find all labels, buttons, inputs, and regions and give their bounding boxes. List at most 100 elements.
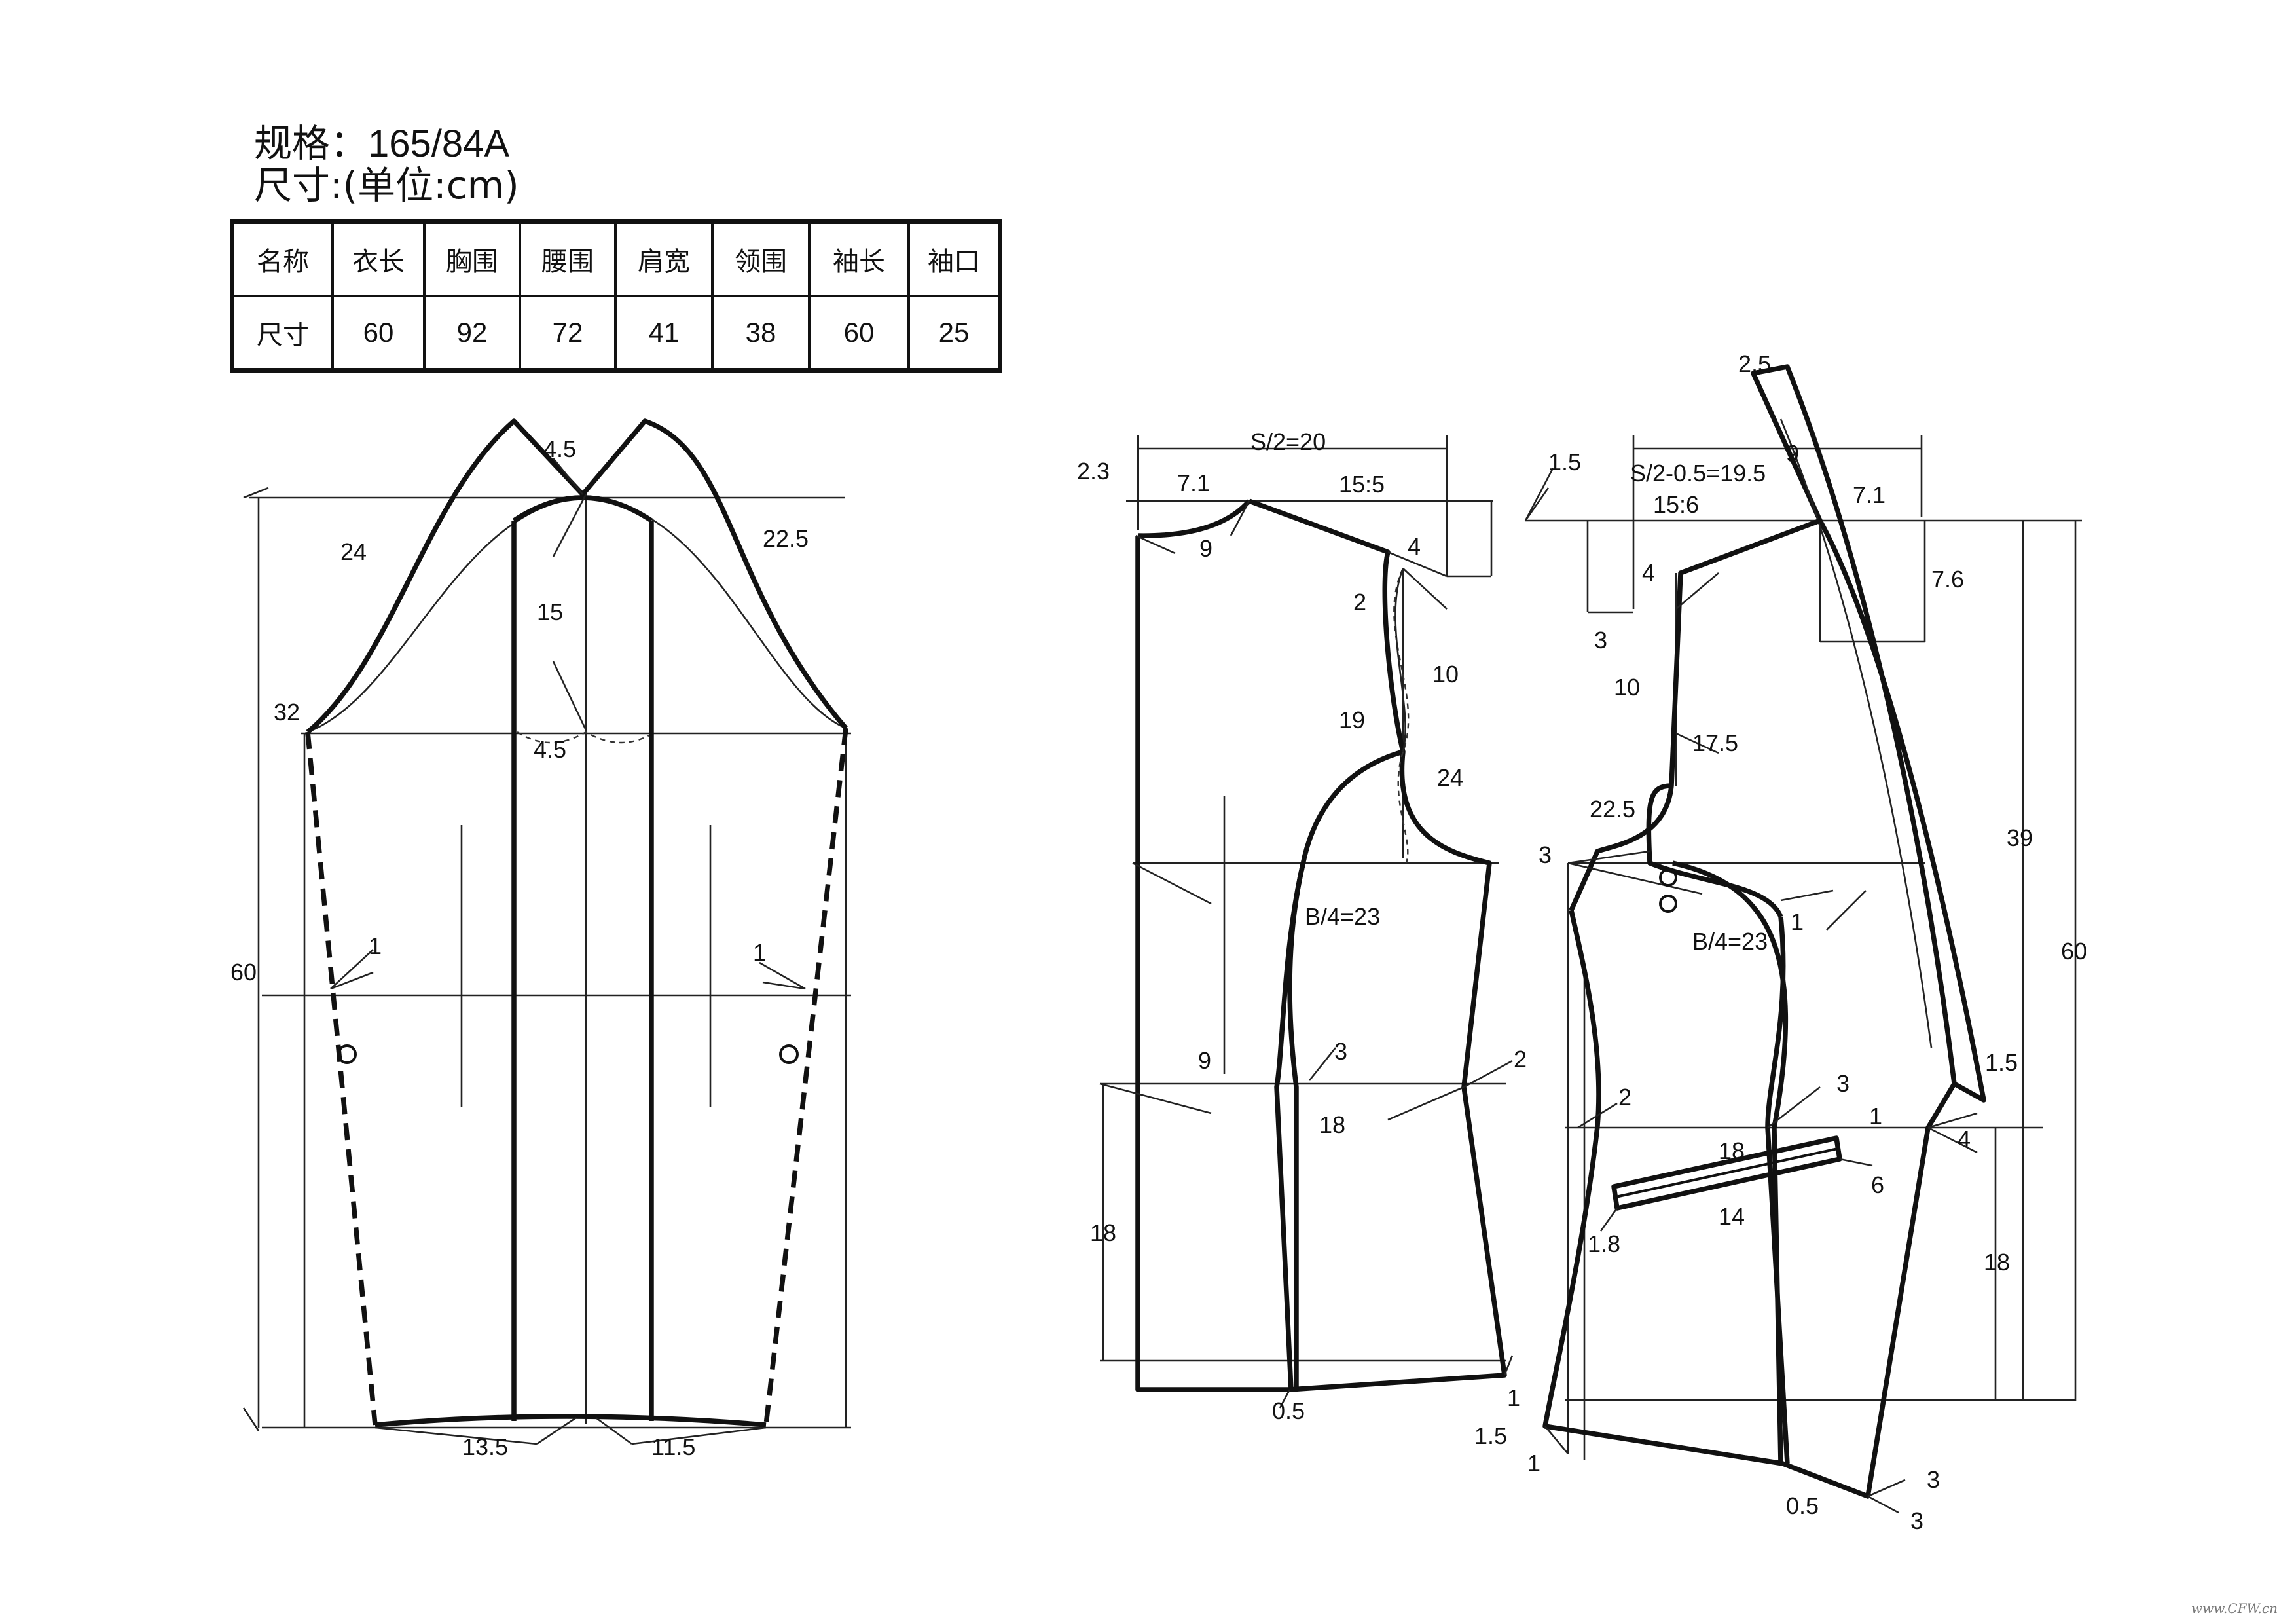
dim-label: 39 <box>2007 824 2033 851</box>
dim-label: 18 <box>1090 1219 1116 1246</box>
spec-value: 165/84A <box>368 122 510 165</box>
table-cell: 41 <box>614 295 714 372</box>
arrow-mark <box>762 981 806 990</box>
arrow-mark <box>1599 1208 1618 1232</box>
notch-circle <box>1659 868 1677 887</box>
sleeve-crown-line <box>512 495 653 523</box>
dim-label: B/4=23 <box>1305 903 1380 930</box>
table-cell: 尺寸 <box>230 295 334 372</box>
dim-label: 17.5 <box>1692 729 1738 756</box>
arrow-mark <box>1230 500 1250 536</box>
arrow-mark <box>1544 1426 1569 1454</box>
table-cell: 60 <box>331 295 426 372</box>
dim-label: 18 <box>1319 1111 1345 1138</box>
dim-label: 4.5 <box>543 435 576 462</box>
dim-label: 3 <box>1334 1038 1347 1065</box>
dim-label: 1.5 <box>1474 1422 1507 1449</box>
arrow-mark <box>1567 850 1650 864</box>
arrow-mark <box>1867 1479 1906 1498</box>
dim-label: 2.5 <box>1738 350 1771 377</box>
spec-label: 规格： <box>254 121 369 166</box>
dim-label: 3 <box>1927 1466 1940 1493</box>
dim-line <box>631 1426 767 1445</box>
arrow-mark <box>552 458 584 495</box>
dim-label: 4 <box>1408 533 1421 560</box>
dim-label: 9 <box>1199 535 1212 562</box>
dim-label: 60 <box>230 959 257 986</box>
arrow-mark <box>1524 487 1550 521</box>
dim-label: 6 <box>1871 1172 1884 1198</box>
back-center-line <box>1135 536 1290 1392</box>
dim-label: 0.5 <box>1786 1492 1819 1519</box>
notch-circle <box>337 1044 357 1064</box>
arrow-mark <box>1099 1082 1212 1115</box>
dim-label: 1.5 <box>1985 1049 2018 1076</box>
dim-label: 22.5 <box>1590 796 1635 822</box>
arrow-mark <box>1132 862 1212 905</box>
back-raglan-and-side <box>1248 498 1406 1390</box>
grain-line <box>1826 890 1867 931</box>
dim-label: 1 <box>1791 908 1804 935</box>
table-header-row: 名称 衣长 胸围 腰围 肩宽 领围 袖长 袖口 <box>230 220 1002 297</box>
dim-label: 2.3 <box>1077 458 1110 485</box>
sleeve-cap-dotted <box>517 731 655 744</box>
arrow-mark <box>1780 889 1834 902</box>
dim-label: 1.5 <box>1548 449 1581 475</box>
back-armhole-dotted <box>1393 568 1410 864</box>
lapel-inner-guide <box>1779 418 1933 1048</box>
table-cell: 胸围 <box>423 220 521 297</box>
back-side-panel <box>1289 751 1507 1392</box>
dim-label: 13.5 <box>462 1433 508 1460</box>
arrow-mark <box>1927 1126 1978 1154</box>
dim-label: B/4=23 <box>1692 928 1768 955</box>
dim-label: 7.1 <box>1853 481 1886 508</box>
table-cell: 名称 <box>230 220 334 297</box>
table-cell: 92 <box>423 295 521 372</box>
dim-label: 2 <box>1353 589 1366 616</box>
dim-label: 2 <box>1618 1084 1631 1111</box>
arrow-mark <box>1675 572 1719 610</box>
dim-label: 4 <box>1642 559 1655 586</box>
size-spec-table: 名称 衣长 胸围 腰围 肩宽 领围 袖长 袖口 尺寸 60 92 72 41 3… <box>230 219 1002 373</box>
dim-label: 1 <box>753 939 766 966</box>
dim-label: 32 <box>274 699 300 726</box>
dim-line <box>595 1416 632 1445</box>
dim-label: 9 <box>1198 1047 1211 1074</box>
watermark: www.CFW.cn <box>2191 1600 2278 1616</box>
dim-label: 10 <box>1614 674 1640 701</box>
dim-line <box>536 1416 577 1445</box>
front-armhole-curve <box>1646 783 1783 918</box>
arrow-mark <box>1567 862 1703 895</box>
dim-label: 24 <box>1437 764 1463 791</box>
dim-label: 7.6 <box>1931 566 1964 593</box>
arrow-mark <box>1279 1389 1291 1409</box>
arrow-mark <box>1675 732 1719 754</box>
arrow-mark <box>552 661 587 731</box>
front-outline <box>1542 910 1957 1499</box>
arrow-mark <box>1927 1112 1978 1129</box>
dim-label: 4.5 <box>534 736 566 763</box>
dim-label: 0.5 <box>1272 1397 1305 1424</box>
dim-label: 3 <box>1594 627 1607 654</box>
back-bodice-pattern: S/2=20 2.3 7.1 15:5 9 4 2 10 19 24 B/4=2… <box>1077 428 1527 1424</box>
back-neckline <box>1137 499 1251 538</box>
dim-label: 15:5 <box>1339 471 1385 498</box>
arrow-mark <box>552 494 587 557</box>
arrow-mark <box>1387 1086 1465 1121</box>
dim-label: 14 <box>1719 1203 1745 1230</box>
arrow-mark <box>1767 1086 1821 1129</box>
dim-line <box>374 1426 538 1445</box>
arrow-mark <box>1463 1060 1513 1088</box>
dim-label: 24 <box>340 538 367 565</box>
front-bodice-pattern: 2.5 1.5 S/2-0.5=19.5 9 7.1 15:6 7.6 4 3 … <box>1474 350 2087 1534</box>
dim-label: 60 <box>2061 938 2087 965</box>
table-data-row: 尺寸 60 92 72 41 38 60 25 <box>230 295 1002 372</box>
arrow-mark <box>759 961 806 990</box>
dim-label: 11.5 <box>651 1433 695 1460</box>
dim-tick <box>243 487 269 499</box>
dim-label: 3 <box>1836 1070 1850 1097</box>
table-cell: 25 <box>907 295 1002 372</box>
table-cell: 袖口 <box>907 220 1002 297</box>
table-cell: 38 <box>711 295 811 372</box>
